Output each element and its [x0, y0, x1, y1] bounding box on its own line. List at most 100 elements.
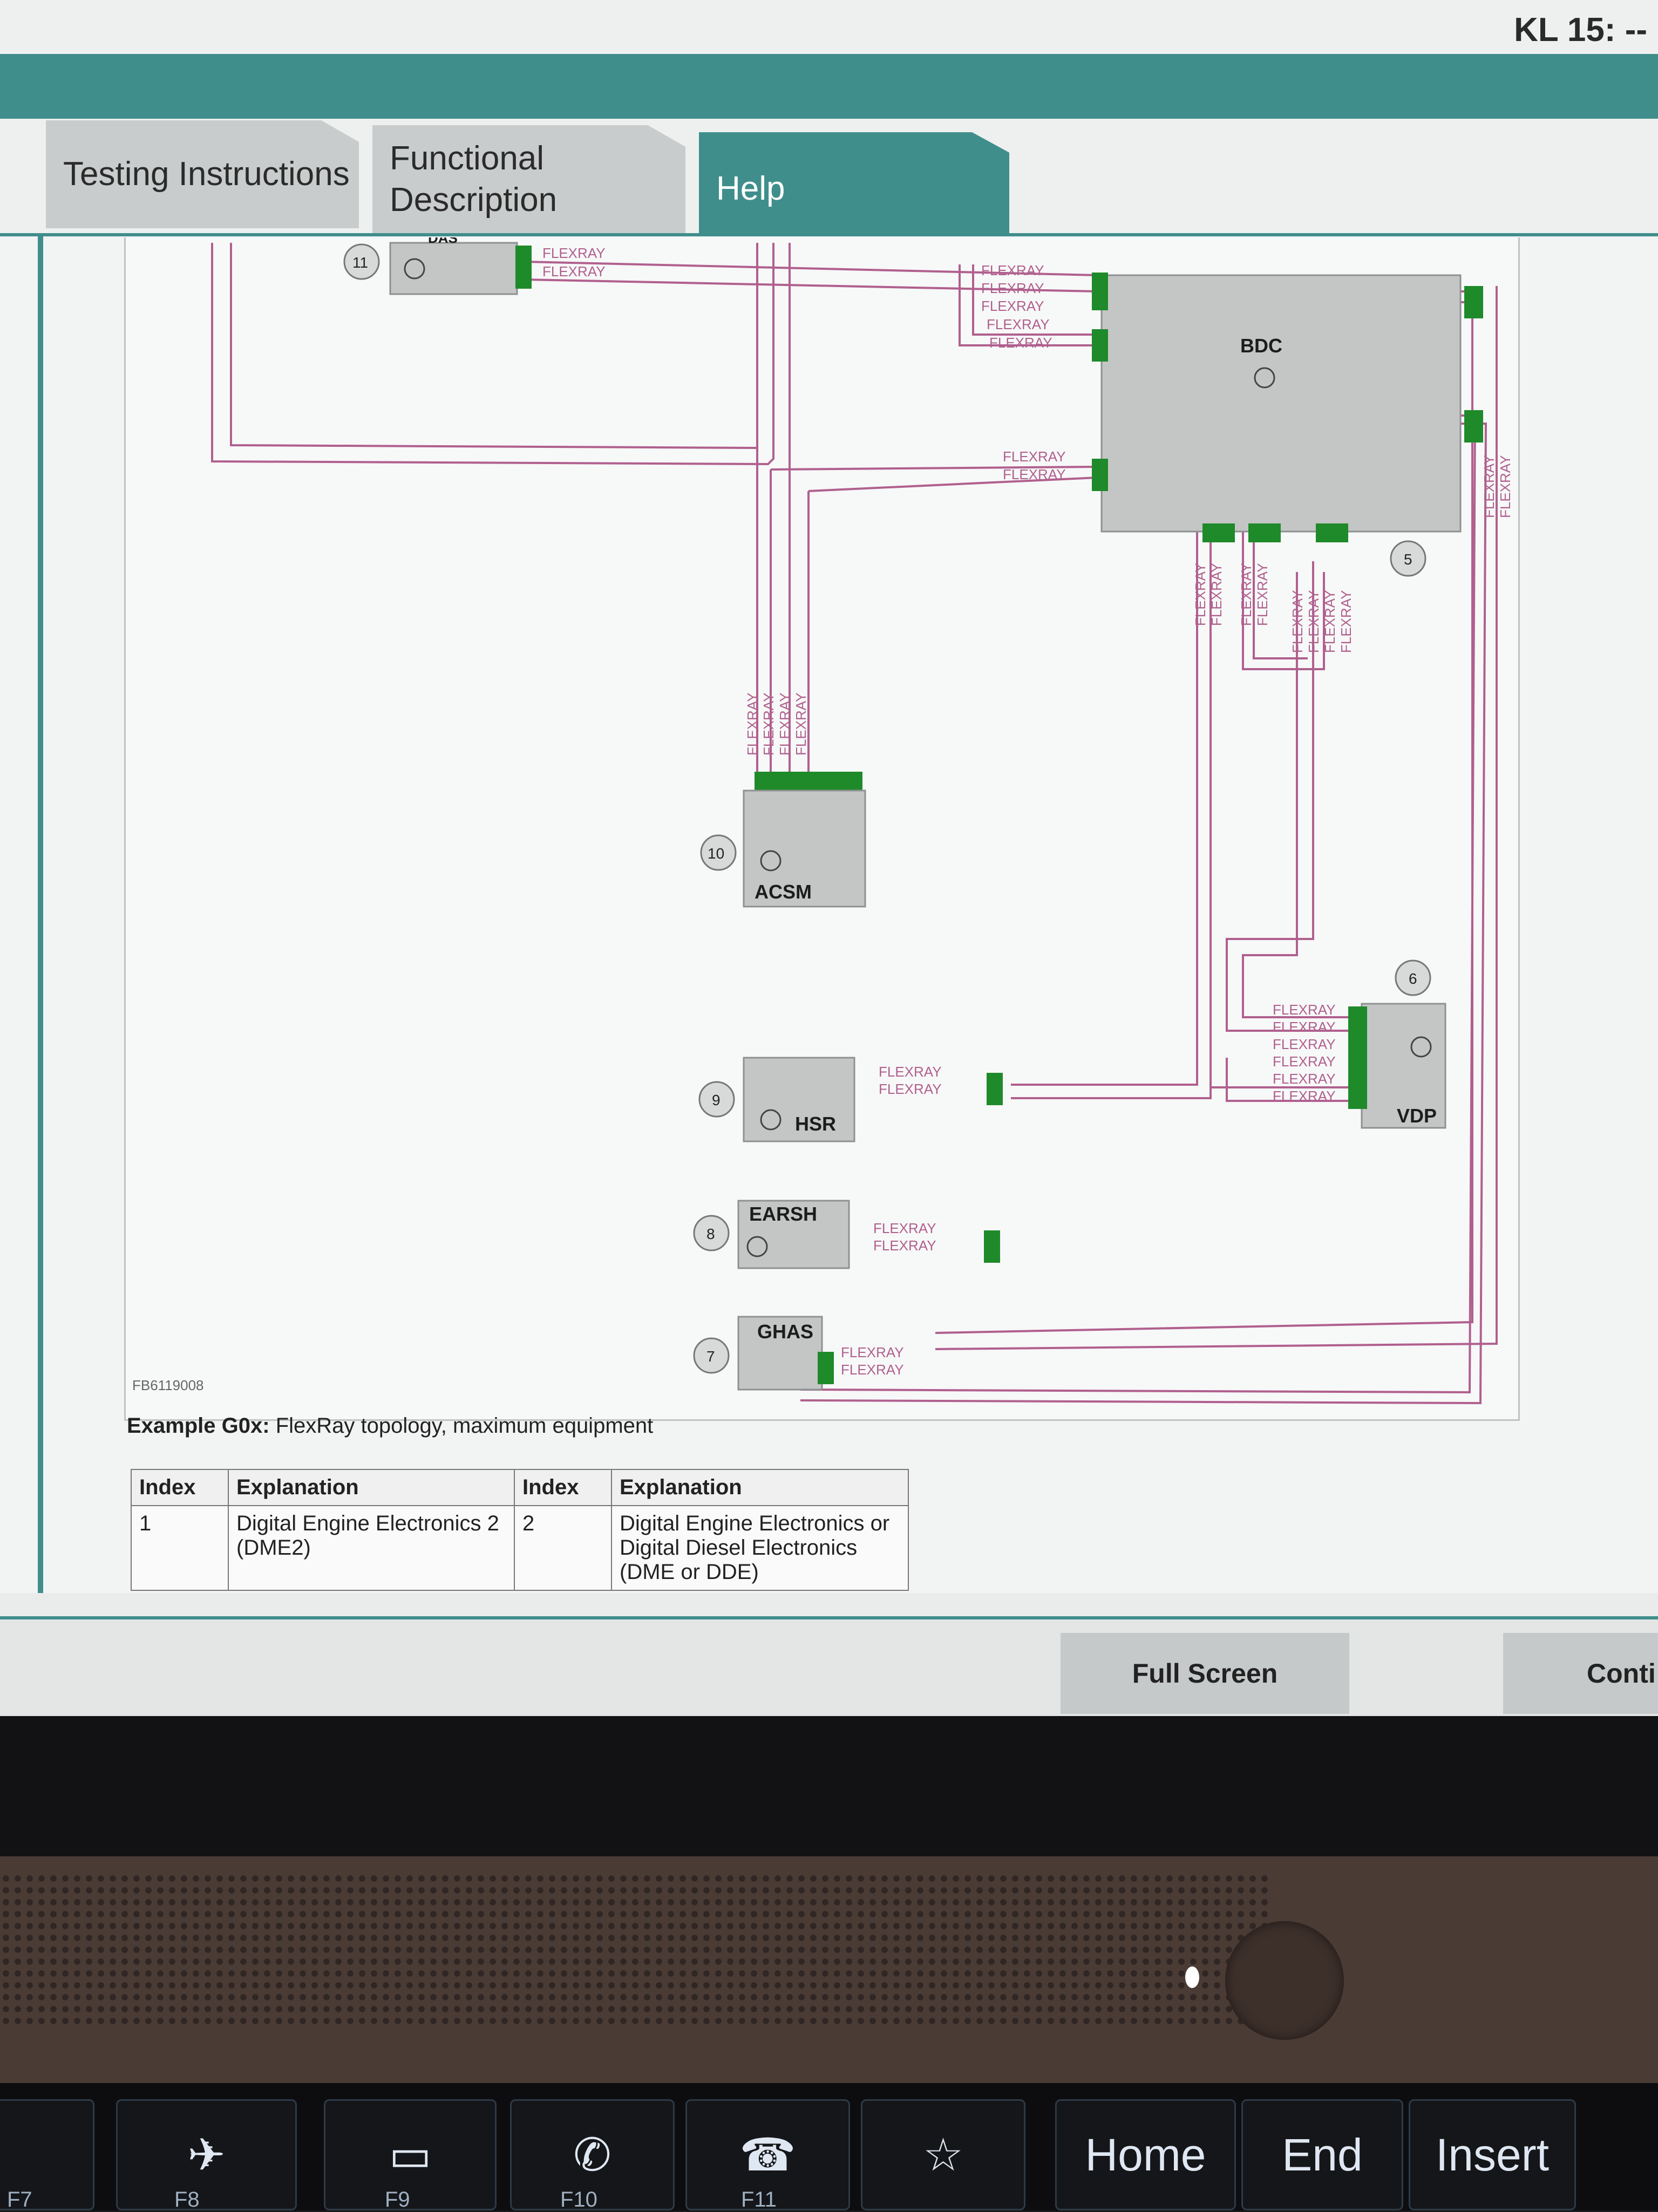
svg-text:FLEXRAY: FLEXRAY — [744, 692, 760, 756]
svg-text:FLEXRAY: FLEXRAY — [542, 245, 606, 261]
svg-text:FLEXRAY: FLEXRAY — [1192, 563, 1208, 626]
key-label: End — [1282, 2129, 1363, 2180]
legend-cell: Digital Engine Electronics or Digital Di… — [611, 1505, 909, 1591]
status-bar: KL 15: -- — [0, 0, 1658, 54]
module-bdc-index: 5 — [1404, 551, 1412, 568]
module-acsm: ACSM 10 — [700, 772, 866, 908]
figure-caption: Example G0x: FlexRay topology, maximum e… — [127, 1414, 653, 1438]
svg-text:FLEXRAY: FLEXRAY — [1322, 590, 1338, 653]
tab-testing-instructions[interactable]: Testing Instructions — [46, 120, 359, 228]
svg-text:FLEXRAY: FLEXRAY — [1497, 455, 1513, 518]
module-das-name: DAS — [428, 237, 458, 246]
module-acsm-name: ACSM — [755, 881, 812, 903]
svg-text:FLEXRAY: FLEXRAY — [981, 262, 1044, 278]
legend-table: Index Explanation Index Explanation 1 Di… — [131, 1469, 909, 1591]
header-band — [0, 54, 1658, 119]
key-sublabel: F9 — [385, 2188, 410, 2211]
tab-bar: Testing Instructions Functional Descript… — [0, 119, 1658, 246]
module-ghas-index: 7 — [706, 1348, 715, 1365]
key-sublabel: F11 — [741, 2188, 777, 2211]
legend-header-row: Index Explanation Index Explanation — [131, 1469, 909, 1506]
module-earsh-index: 8 — [706, 1226, 715, 1242]
laptop-bezel — [0, 1716, 1658, 1856]
message-icon: ▭ — [389, 2129, 432, 2180]
table-row: 1 Digital Engine Electronics 2 (DME2) 2 … — [131, 1505, 909, 1591]
module-acsm-index: 10 — [708, 845, 724, 862]
tab-label-line1: Functional — [390, 139, 545, 177]
svg-text:FLEXRAY: FLEXRAY — [1306, 590, 1322, 653]
svg-text:FLEXRAY: FLEXRAY — [542, 263, 606, 280]
module-earsh-name: EARSH — [749, 1203, 817, 1225]
svg-text:FLEXRAY: FLEXRAY — [873, 1237, 936, 1254]
indicator-led — [1185, 1966, 1199, 1988]
caption-text: FlexRay topology, maximum equipment — [269, 1414, 654, 1438]
svg-text:FLEXRAY: FLEXRAY — [793, 692, 809, 756]
hangup-icon: ☎ — [739, 2129, 796, 2180]
speaker-grille — [0, 1873, 1268, 2029]
module-bdc-name: BDC — [1240, 335, 1282, 357]
full-screen-button[interactable]: Full Screen — [1061, 1633, 1349, 1714]
key-f7[interactable]: F7 — [0, 2099, 94, 2211]
tab-label: Help — [716, 170, 785, 208]
key-home[interactable]: Home — [1055, 2099, 1236, 2210]
tab-functional-description[interactable]: Functional Description — [372, 125, 685, 233]
svg-text:FLEXRAY: FLEXRAY — [873, 1220, 936, 1236]
diagnosis-screen: KL 15: -- Testing Instructions Functiona… — [0, 0, 1658, 1716]
svg-text:FLEXRAY: FLEXRAY — [1254, 563, 1270, 626]
key-sublabel: F10 — [560, 2188, 597, 2211]
key-sublabel: F8 — [174, 2188, 200, 2211]
module-hsr-index: 9 — [712, 1092, 721, 1108]
continue-button[interactable]: Conti — [1503, 1633, 1658, 1714]
legend-cell: Digital Engine Electronics 2 (DME2) — [228, 1505, 515, 1591]
phone-icon: ✆ — [573, 2129, 611, 2180]
legend-header: Explanation — [228, 1469, 515, 1506]
topology-svg: .w { stroke:#b0608e; stroke-width:4; fil… — [211, 237, 1513, 1405]
svg-text:FLEXRAY: FLEXRAY — [1273, 1053, 1336, 1070]
legend-cell: 2 — [514, 1505, 612, 1591]
svg-text:FLEXRAY: FLEXRAY — [1273, 1036, 1336, 1052]
module-vdp-name: VDP — [1397, 1105, 1437, 1127]
svg-text:FLEXRAY: FLEXRAY — [879, 1064, 942, 1080]
tab-label: Testing Instructions — [63, 155, 350, 193]
module-vdp: VDP 6 — [1348, 959, 1446, 1129]
flexray-topology-diagram: .w { stroke:#b0608e; stroke-width:4; fil… — [124, 237, 1520, 1421]
svg-text:FLEXRAY: FLEXRAY — [777, 692, 793, 756]
svg-text:FLEXRAY: FLEXRAY — [1238, 563, 1254, 626]
module-vdp-index: 6 — [1409, 970, 1417, 987]
svg-text:FLEXRAY: FLEXRAY — [841, 1344, 904, 1360]
key-label: Home — [1085, 2129, 1206, 2180]
fingerprint-reader — [1225, 1921, 1344, 2040]
module-hsr: HSR 9 — [698, 1057, 1003, 1142]
svg-text:FLEXRAY: FLEXRAY — [1208, 563, 1225, 626]
svg-text:FLEXRAY: FLEXRAY — [841, 1362, 904, 1378]
key-insert[interactable]: Insert — [1409, 2099, 1576, 2210]
tab-label-line2: Description — [390, 181, 558, 219]
legend-cell: 1 — [131, 1505, 229, 1591]
airplane-icon: ✈ — [187, 2129, 226, 2180]
keyboard-function-row: F7 ✈ F8 ▭ F9 ✆ F10 ☎ F11 ☆ Home End Inse… — [0, 2083, 1658, 2211]
module-das-index: 11 — [352, 254, 368, 271]
module-bdc: BDC 5 — [1092, 273, 1483, 577]
key-f9-message[interactable]: ▭ F9 — [324, 2099, 497, 2211]
module-ghas: GHAS 7 — [693, 1316, 834, 1391]
figure-code: FB6119008 — [132, 1377, 204, 1393]
module-hsr-name: HSR — [795, 1113, 836, 1135]
tab-help[interactable]: Help — [699, 132, 1009, 246]
svg-text:FLEXRAY: FLEXRAY — [987, 316, 1050, 332]
svg-text:FLEXRAY: FLEXRAY — [1003, 466, 1066, 482]
key-end[interactable]: End — [1241, 2099, 1403, 2210]
svg-text:FLEXRAY: FLEXRAY — [1289, 590, 1306, 653]
bottom-toolbar: Full Screen Conti — [0, 1616, 1658, 1716]
key-f8-airplane[interactable]: ✈ F8 — [116, 2099, 297, 2211]
key-f10-phone[interactable]: ✆ F10 — [510, 2099, 675, 2211]
svg-text:FLEXRAY: FLEXRAY — [989, 335, 1052, 351]
key-label: Insert — [1435, 2129, 1550, 2180]
legend-header: Index — [514, 1469, 612, 1506]
key-f11-hangup[interactable]: ☎ F11 — [685, 2099, 850, 2211]
svg-text:FLEXRAY: FLEXRAY — [879, 1081, 942, 1097]
svg-text:FLEXRAY: FLEXRAY — [1273, 1071, 1336, 1087]
key-favorite[interactable]: ☆ — [861, 2099, 1025, 2210]
svg-text:FLEXRAY: FLEXRAY — [981, 298, 1044, 314]
svg-text:FLEXRAY: FLEXRAY — [1273, 1002, 1336, 1018]
module-earsh: EARSH 8 — [693, 1200, 1000, 1269]
